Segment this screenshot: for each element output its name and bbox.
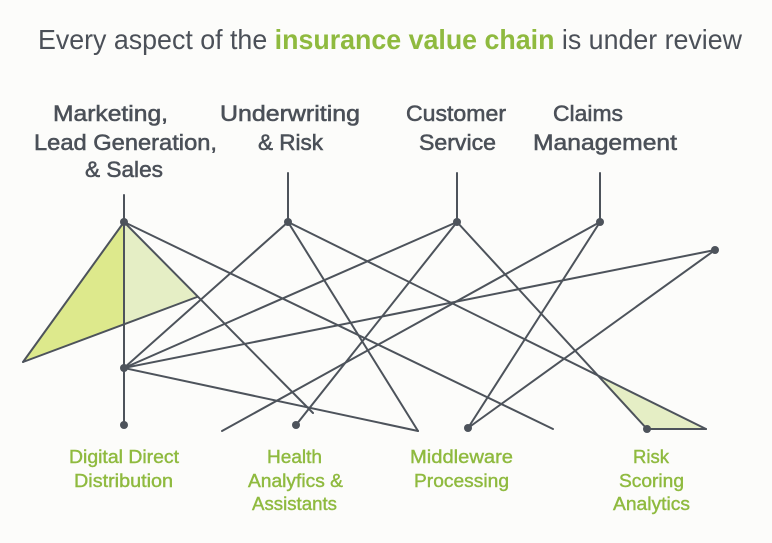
connector-line bbox=[123, 367, 419, 432]
tech-label-line: Analyfics & bbox=[248, 471, 343, 491]
tech-label-line: Health bbox=[267, 447, 322, 467]
connector-line bbox=[123, 221, 314, 414]
left-triangle-light-fill bbox=[124, 222, 197, 325]
node-middleware bbox=[464, 424, 472, 432]
tech-label-line: Digital Direct bbox=[69, 447, 179, 467]
connector-line bbox=[22, 221, 125, 363]
tech-health-analytics-assistants: Health Analyfics & Assistants bbox=[248, 447, 343, 514]
tech-digital-direct-distribution: Digital Direct Distribution bbox=[69, 447, 179, 491]
node-risk bbox=[643, 425, 651, 433]
stage-label-line: Customer bbox=[406, 101, 506, 126]
stage-label-line: & Sales bbox=[85, 157, 163, 182]
tech-label-line: Middleware bbox=[410, 447, 513, 467]
node-health bbox=[292, 421, 300, 429]
connector-lines bbox=[22, 172, 716, 432]
node-digital-direct bbox=[120, 421, 128, 429]
node-marketing bbox=[120, 218, 128, 226]
stage-label-line: & Risk bbox=[258, 130, 324, 155]
stage-customer-service: Customer Service bbox=[406, 101, 507, 156]
node-far-right bbox=[711, 246, 719, 254]
node-claims bbox=[596, 218, 604, 226]
connector-line bbox=[287, 221, 419, 432]
title-suffix: is under review bbox=[562, 24, 743, 55]
stage-label-line: Underwriting bbox=[220, 101, 360, 126]
tech-label-line: Analytics bbox=[613, 494, 690, 514]
connector-line bbox=[221, 221, 601, 432]
stage-claims: Claims Management bbox=[533, 101, 678, 156]
connector-line bbox=[295, 221, 458, 426]
stage-label-line: Service bbox=[419, 130, 496, 155]
stage-label-line: Management bbox=[533, 130, 677, 155]
connector-line bbox=[287, 221, 707, 430]
tech-label-line: Assistants bbox=[252, 494, 337, 514]
connector-line bbox=[456, 221, 648, 430]
decorative-fills bbox=[23, 222, 706, 429]
connector-line bbox=[467, 221, 601, 429]
connector-line bbox=[123, 221, 458, 369]
connector-line bbox=[467, 249, 716, 429]
stage-label-line: Lead Generation, bbox=[34, 130, 217, 155]
tech-middleware-processing: Middleware Processing bbox=[410, 447, 513, 491]
stage-underwriting: Underwriting & Risk bbox=[220, 101, 361, 156]
connector-line bbox=[123, 221, 289, 369]
title-highlight: insurance value chain bbox=[275, 24, 555, 55]
tech-label-line: Distribution bbox=[74, 471, 173, 491]
node-hub bbox=[120, 364, 128, 372]
stage-marketing: Marketing, Lead Generation, & Sales bbox=[34, 101, 218, 183]
nodes bbox=[120, 218, 719, 433]
tech-label-line: Risk bbox=[633, 447, 670, 467]
title-prefix: Every aspect of the bbox=[38, 24, 267, 55]
connector-line bbox=[22, 296, 198, 363]
connector-line bbox=[123, 249, 716, 369]
stage-label-line: Marketing, bbox=[53, 101, 168, 126]
node-customer-service bbox=[453, 218, 461, 226]
tech-label-line: Scoring bbox=[619, 471, 684, 491]
tech-label-line: Processing bbox=[414, 471, 509, 491]
stage-label-line: Claims bbox=[553, 101, 623, 126]
page-title: Every aspect of the insurance value chai… bbox=[38, 24, 743, 55]
tech-risk-scoring-analytics: Risk Scoring Analytics bbox=[613, 447, 690, 514]
node-underwriting bbox=[284, 218, 292, 226]
